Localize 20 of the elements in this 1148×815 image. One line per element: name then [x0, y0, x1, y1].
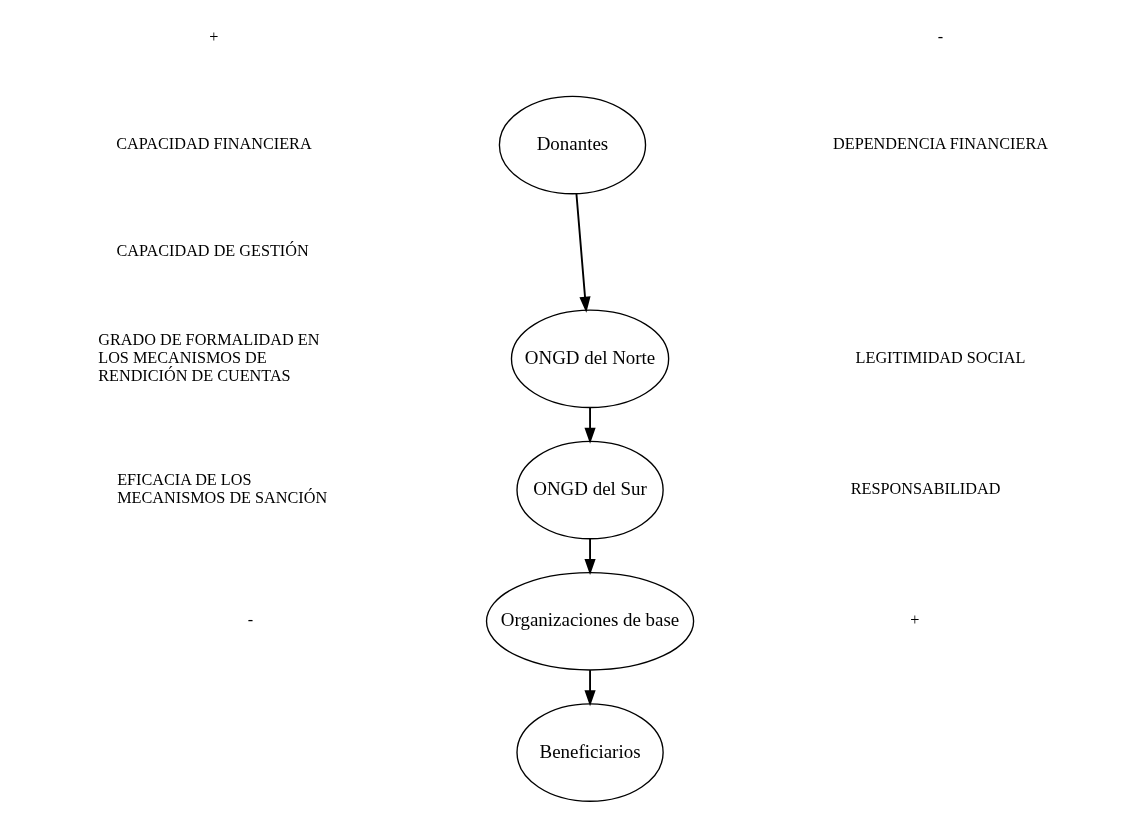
node-ellipse: ONGD del Sur: [515, 440, 664, 540]
node-ellipse: Donantes: [498, 95, 646, 195]
label: GRADO DE FORMALIDAD EN LOS MECANISMOS DE RENDICIÓN DE CUENTAS: [97, 331, 319, 385]
label: CAPACIDAD FINANCIERA: [115, 135, 312, 154]
node-ellipse: Organizaciones de base: [485, 571, 694, 671]
label: +: [208, 28, 218, 47]
node-ellipse: Beneficiarios: [515, 703, 664, 802]
label: -: [937, 28, 943, 47]
label: +: [909, 611, 919, 630]
label: -: [247, 611, 253, 630]
arrow: [583, 537, 596, 576]
arrow: [574, 192, 591, 313]
label: CAPACIDAD DE GESTIÓN: [115, 242, 309, 261]
arrow: [583, 669, 596, 707]
label: LEGITIMIDAD SOCIAL: [855, 348, 1025, 367]
label: RESPONSABILIDAD: [850, 480, 1000, 499]
label: DEPENDENCIA FINANCIERA: [832, 135, 1048, 154]
node-ellipse: ONGD del Norte: [510, 309, 669, 409]
label: EFICACIA DE LOS MECANISMOS DE SANCIÓN: [116, 471, 327, 508]
arrow: [583, 406, 596, 444]
